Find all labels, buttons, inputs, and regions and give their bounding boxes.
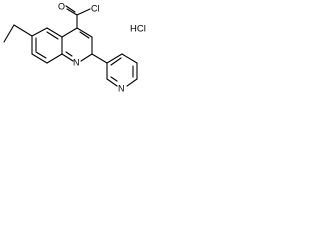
double-bond [110, 76, 118, 82]
bond [31, 27, 48, 37]
bond [126, 78, 138, 87]
bond [76, 27, 93, 38]
double-bond [110, 57, 122, 66]
bond-c-cl [76, 8, 91, 16]
bond [106, 53, 123, 64]
bond [61, 53, 74, 62]
bond [106, 78, 118, 87]
chlorine-label: Cl [91, 3, 100, 13]
bond [121, 53, 138, 64]
double-bond [79, 31, 90, 39]
bond [31, 53, 48, 64]
quinoline-benzo-ring [31, 27, 63, 64]
oxygen-label: O [58, 1, 65, 11]
bond [46, 27, 63, 38]
double-bond [35, 51, 47, 59]
bond [61, 27, 78, 38]
bond [46, 53, 63, 64]
bond-c-o-double [65, 5, 76, 13]
quinoline-pyridine-ring [61, 27, 93, 62]
bond-c-o [66, 8, 78, 16]
pyridine-nitrogen-label: N [118, 83, 125, 93]
bond-ethyl-ch3 [3, 24, 15, 43]
quinoline-nitrogen-label: N [73, 57, 80, 67]
molecule-structure: O Cl N N HCl [3, 1, 146, 93]
bond [80, 53, 93, 62]
pyridyl-group [91, 53, 138, 87]
bond [91, 53, 108, 64]
hcl-label: HCl [130, 24, 146, 35]
double-bond [65, 51, 73, 57]
bond-ethyl-ch2 [13, 24, 33, 37]
acyl-chloride-group [65, 5, 91, 29]
double-bond [46, 31, 59, 40]
ethyl-group [3, 24, 33, 43]
